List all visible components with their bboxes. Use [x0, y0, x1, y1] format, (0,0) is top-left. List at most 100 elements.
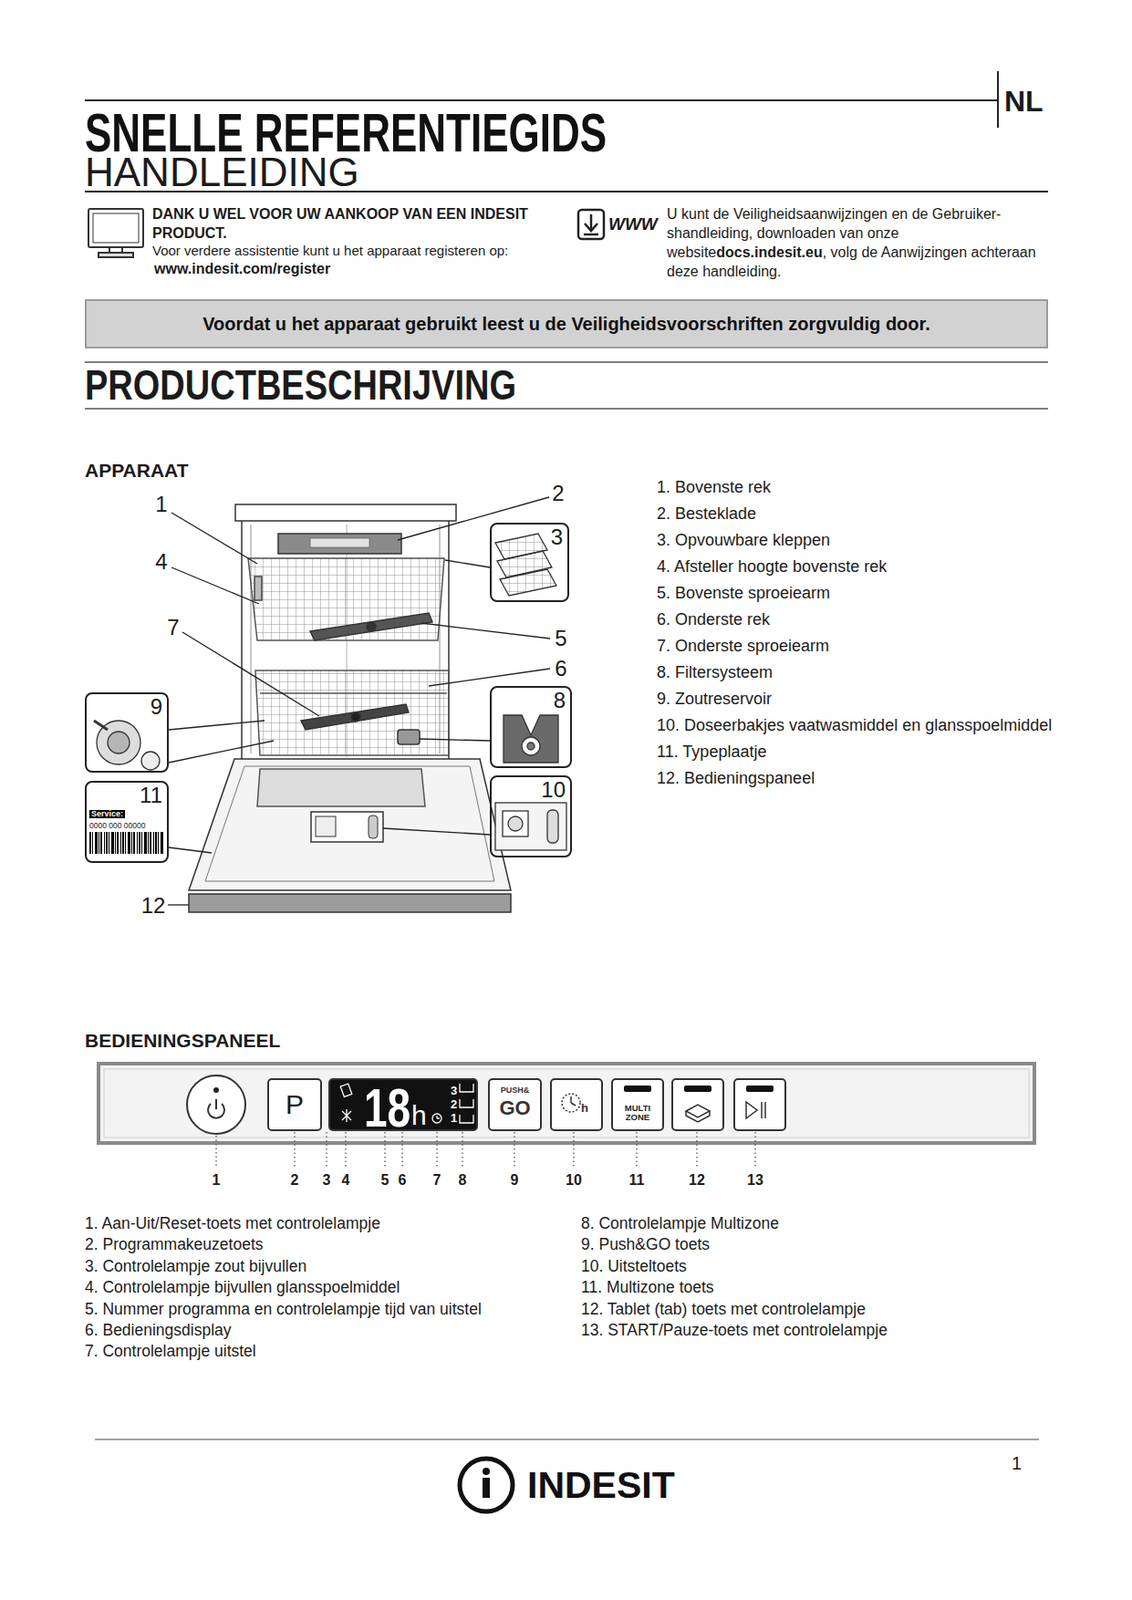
- leader-line: [293, 1132, 295, 1169]
- dishwasher-illustration: [188, 758, 511, 891]
- dishwasher-illustration: [188, 504, 511, 913]
- callout-number: 12: [688, 1173, 706, 1188]
- rule-line: [84, 71, 1049, 1440]
- control-panel: [623, 1085, 652, 1092]
- callout-number: 6: [554, 657, 567, 680]
- detail-picture: [502, 810, 529, 837]
- leader-line: [445, 560, 490, 568]
- leader-line: [461, 1132, 463, 1169]
- dishwasher-illustration: [315, 816, 336, 837]
- web-address: docs.indesit.eu: [716, 244, 822, 260]
- dishwasher-illustration: [255, 670, 449, 756]
- callout-number: 3: [322, 1173, 332, 1188]
- leader-line: [168, 720, 265, 730]
- detail-picture: [499, 569, 557, 596]
- list-item: 12. Bedieningspaneel: [656, 769, 815, 787]
- callout-number: 7: [433, 1173, 442, 1188]
- control-panel: [550, 1079, 603, 1131]
- control-panel: [98, 1063, 1035, 1143]
- callout-number: 4: [342, 1173, 351, 1188]
- list-item: 1. Bovenste rek: [656, 478, 771, 496]
- button-label: PUSH&: [500, 1086, 530, 1095]
- list-item: 7. Controlelampje uitstel: [84, 1343, 257, 1361]
- list-item: 3. Controlelampje zout bijvullen: [84, 1258, 307, 1276]
- callout-number: 10: [565, 1173, 582, 1188]
- list-item: 9. Push&GO toets: [581, 1236, 710, 1254]
- monitor-icon: [98, 252, 134, 258]
- detail-picture: [93, 720, 108, 730]
- list-item: 1. Aan-Uit/Reset-toets met controlelampj…: [84, 1215, 381, 1233]
- text-paragraph: U kunt de Veiligheidsaanwijzingen en de …: [666, 204, 1043, 281]
- leader-line: [215, 1135, 217, 1169]
- control-panel: [612, 1079, 664, 1131]
- control-panel: [672, 1079, 724, 1131]
- callout-number: 13: [747, 1173, 764, 1188]
- control-panel: [760, 1101, 763, 1119]
- detail-picture: [107, 731, 130, 754]
- icon-text: WWW: [608, 215, 658, 233]
- logo-mark: [482, 1467, 490, 1475]
- dishwasher-illustration: [368, 815, 378, 839]
- plate-text: 0000 000 00000: [89, 821, 146, 831]
- control-panel: [488, 1079, 541, 1131]
- list-item: 4. Controlelampje bijvullen glansspoelmi…: [84, 1279, 400, 1297]
- monitor-icon: [88, 208, 144, 258]
- detail-picture: [508, 816, 523, 831]
- rule-line: [84, 361, 1049, 364]
- leader-line: [182, 632, 320, 717]
- control-panel: [186, 1075, 246, 1134]
- dishwasher-illustration: [301, 704, 409, 730]
- detail-picture: [547, 810, 559, 843]
- callout-number: 5: [381, 1173, 390, 1188]
- callout-number: 10: [540, 778, 566, 801]
- callout-number: 11: [139, 784, 163, 807]
- dishwasher-illustration: [205, 766, 495, 882]
- control-panel: [685, 1104, 710, 1122]
- display-text: h: [411, 1101, 427, 1130]
- icon-text: h: [581, 1101, 589, 1114]
- leader-line: [383, 828, 490, 835]
- display-text: 3: [450, 1084, 457, 1097]
- leader-line: [168, 847, 212, 853]
- dishwasher-illustration: [351, 712, 361, 722]
- rule-line: [996, 71, 999, 128]
- dishwasher-illustration: [254, 576, 262, 601]
- dishwasher-illustration: [235, 504, 457, 521]
- plate-text: Service:: [89, 810, 125, 819]
- control-panel: [764, 1101, 767, 1119]
- callout-number: 9: [150, 695, 163, 718]
- callout-number: 12: [141, 894, 167, 917]
- detail-picture: [527, 742, 535, 750]
- warning-text: Voordat u het apparaat gebruikt leest u …: [202, 314, 931, 333]
- list-item: 6. Bedieningsdisplay: [84, 1322, 232, 1340]
- dishwasher-illustration: [310, 538, 370, 548]
- dishwasher-illustration: [311, 811, 384, 842]
- body-text: DANK U WEL VOOR UW AANKOOP VAN EEN INDES…: [152, 204, 563, 243]
- dishwasher-illustration: [397, 729, 420, 745]
- leader-line: [167, 903, 189, 905]
- display-icon: [432, 1113, 442, 1123]
- list-item: 8. Controlelampje Multizone: [581, 1215, 779, 1233]
- display-text: 1: [450, 1111, 457, 1124]
- display-text: 2: [450, 1098, 457, 1111]
- detail-picture: [521, 737, 541, 756]
- detail-inset: 3: [489, 522, 570, 603]
- list-item: 2. Besteklade: [656, 505, 757, 522]
- pushgo-button: PUSH&GO: [488, 1079, 541, 1131]
- download-icon: [578, 209, 604, 239]
- leader-line: [216, 1132, 756, 1169]
- leader-line: [421, 623, 551, 639]
- list-item: 3. Opvouwbare kleppen: [656, 531, 831, 549]
- rule-line: [84, 99, 998, 102]
- leader-line: [384, 1132, 385, 1169]
- list-item: 2. Programmakeuzetoets: [84, 1236, 264, 1254]
- leader-line: [428, 668, 551, 686]
- leader-line: [419, 738, 490, 741]
- download-icon: [578, 209, 604, 239]
- list-item: 5. Bovenste sproeiearm: [656, 584, 831, 602]
- detail-picture: [89, 831, 165, 854]
- leader-line: [401, 1132, 403, 1169]
- subheading: APPARAAT: [84, 460, 189, 480]
- detail-inset: 11Service: 0000 000 00000: [84, 780, 169, 863]
- program-button: P: [268, 1079, 322, 1131]
